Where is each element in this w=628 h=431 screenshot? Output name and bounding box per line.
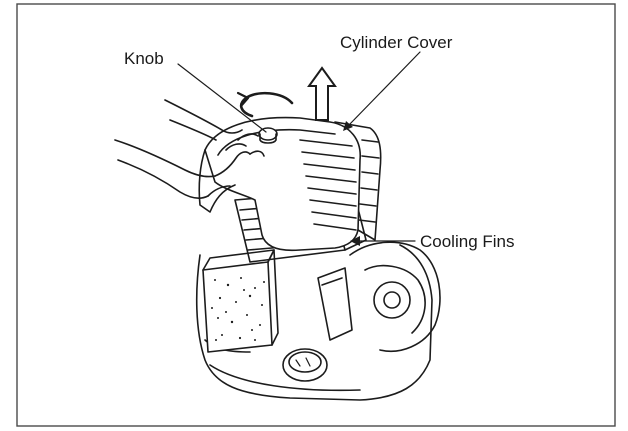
up-arrow-icon — [307, 66, 337, 121]
hands — [114, 99, 265, 199]
knob-leader-line — [177, 63, 267, 133]
cooling-fins-label: Cooling Fins — [420, 232, 515, 251]
knob-label: Knob — [124, 49, 164, 68]
engine-illustration — [114, 99, 441, 401]
counterclockwise-arrow-icon — [236, 91, 294, 118]
cylinder-cover-leader-line — [347, 51, 421, 127]
cylinder-cover-leader-arrowhead — [343, 121, 353, 131]
cylinder-cover-label: Cylinder Cover — [340, 33, 453, 52]
leader-lines — [177, 51, 421, 242]
air-filter-speckle — [211, 277, 265, 341]
cooling-fins-leader-arrowhead — [350, 236, 360, 246]
